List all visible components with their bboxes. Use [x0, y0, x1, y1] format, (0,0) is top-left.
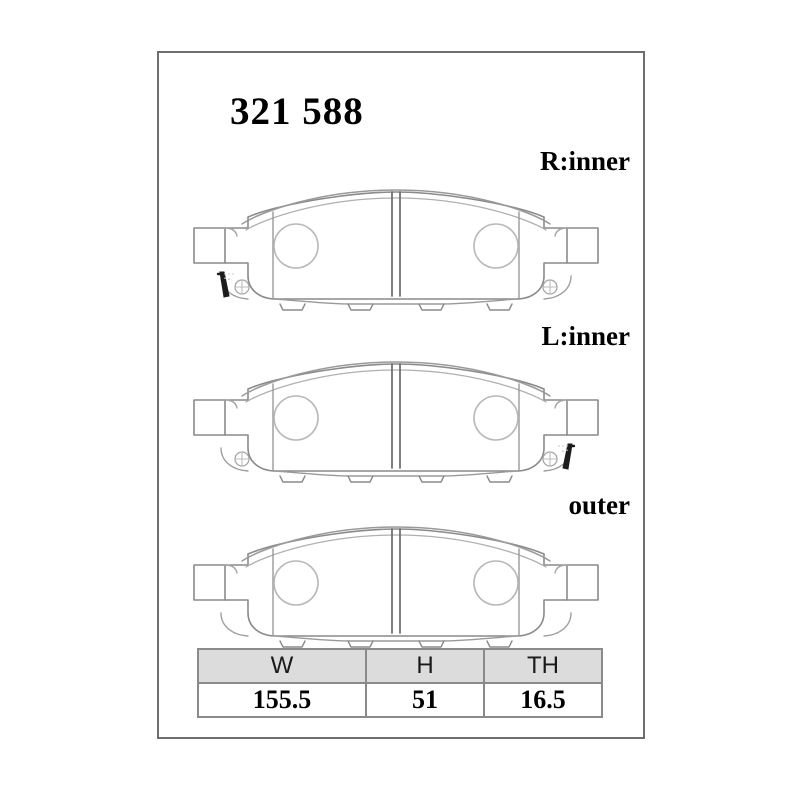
bottom-notch-1	[279, 640, 306, 648]
wear-indicator-right	[556, 443, 576, 470]
left-mounting-ear	[193, 227, 226, 264]
value-cell-w: 155.5	[197, 682, 367, 718]
dimensions-table: W H TH 155.5 51 16.5	[197, 648, 603, 718]
bottom-notch-2	[347, 640, 374, 648]
detail-marker-left	[234, 451, 250, 467]
left-ear-notch	[224, 399, 238, 409]
pad-label-r-inner: R:inner	[540, 146, 630, 176]
brake-pad-drawing-r-inner	[180, 168, 612, 313]
left-mounting-ear	[193, 399, 226, 436]
brake-pad-drawing-l-inner	[180, 340, 612, 485]
header-cell-th: TH	[483, 648, 603, 684]
detail-marker-left	[234, 279, 250, 295]
bottom-notch-2	[347, 303, 374, 311]
bottom-contour-line	[275, 470, 517, 477]
brake-pad-drawing-outer	[180, 505, 612, 650]
rivet-hole-left	[273, 223, 319, 269]
bottom-notch-4	[486, 303, 513, 311]
pad-label-outer: outer	[568, 490, 630, 520]
left-mounting-ear	[193, 564, 226, 601]
table-header-row: W H TH	[197, 648, 603, 684]
header-cell-h: H	[365, 648, 485, 684]
right-mounting-ear	[566, 564, 599, 601]
bottom-notch-4	[486, 475, 513, 483]
right-mounting-ear	[566, 227, 599, 264]
corner-arc-right	[543, 275, 572, 300]
corner-arc-right	[543, 612, 572, 637]
bottom-notch-2	[347, 475, 374, 483]
right-mounting-ear	[566, 399, 599, 436]
right-ear-notch	[554, 399, 568, 409]
left-ear-notch	[224, 564, 238, 574]
bottom-contour-line	[275, 298, 517, 305]
detail-marker-right	[542, 279, 558, 295]
left-ear-notch	[224, 227, 238, 237]
corner-arc-left	[220, 612, 249, 637]
rivet-hole-right	[473, 560, 519, 606]
rivet-hole-right	[473, 395, 519, 441]
bottom-notch-3	[418, 303, 445, 311]
part-number: 321 588	[230, 90, 364, 133]
wear-indicator-left	[216, 271, 236, 298]
value-cell-th: 16.5	[483, 682, 603, 718]
bottom-notch-3	[418, 640, 445, 648]
bottom-notch-4	[486, 640, 513, 648]
table-value-row: 155.5 51 16.5	[197, 682, 603, 718]
right-ear-notch	[554, 227, 568, 237]
rivet-hole-left	[273, 395, 319, 441]
diagram-frame	[157, 51, 645, 739]
friction-edge-outer-arc	[241, 526, 551, 562]
friction-edge-outer-arc	[241, 361, 551, 397]
rivet-hole-right	[473, 223, 519, 269]
right-ear-notch	[554, 564, 568, 574]
detail-marker-right	[542, 451, 558, 467]
bottom-contour-line	[275, 635, 517, 642]
bottom-notch-1	[279, 475, 306, 483]
header-cell-w: W	[197, 648, 367, 684]
bottom-notch-3	[418, 475, 445, 483]
value-cell-h: 51	[365, 682, 485, 718]
friction-edge-outer-arc	[241, 189, 551, 225]
bottom-notch-1	[279, 303, 306, 311]
rivet-hole-left	[273, 560, 319, 606]
pad-label-l-inner: L:inner	[541, 321, 630, 351]
corner-arc-left	[220, 447, 249, 472]
